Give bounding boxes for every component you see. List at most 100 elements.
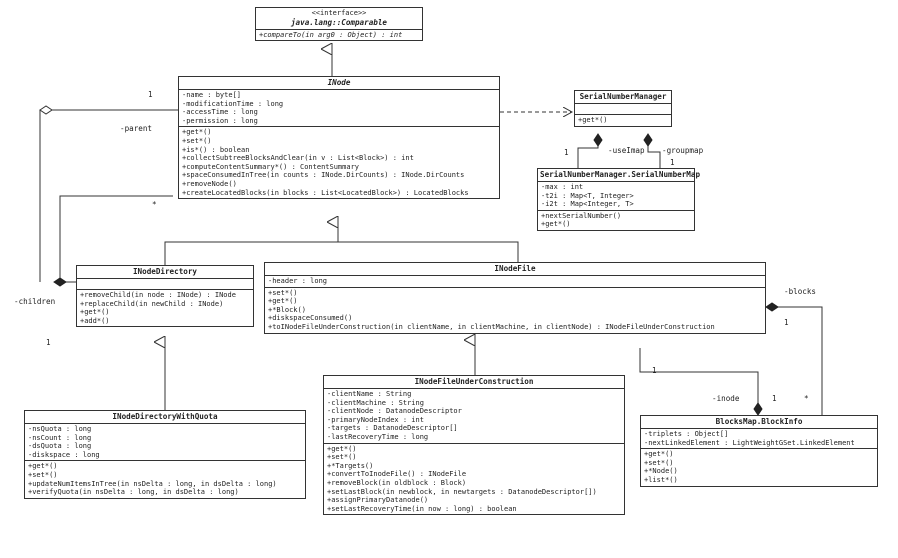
inode-directory-with-quota-name: INodeDirectoryWithQuota: [25, 411, 305, 424]
operation: +set*(): [28, 470, 58, 479]
usemap-diamond: [593, 133, 603, 147]
attribute: -t2i : Map<T, Integer>: [541, 191, 634, 200]
operation: +set*(): [327, 453, 357, 462]
inode-directory-class-box: INodeDirectory +removeChild(in node : IN…: [76, 265, 254, 328]
block-info-class-box: BlocksMap.BlockInfo -triplets : Object[]…: [640, 415, 878, 487]
attribute: -nsCount : long: [28, 433, 92, 442]
groupmap-diamond: [643, 133, 653, 147]
operation: +get*(): [644, 450, 674, 459]
operation: +get*(): [182, 128, 212, 137]
operation: +spaceConsumedInTree(in counts : INode.D…: [182, 171, 465, 180]
children-multiplicity: 1: [46, 338, 51, 347]
operation: +get*(): [578, 116, 608, 124]
operation: +toINodeFileUnderConstruction(in clientN…: [268, 322, 715, 331]
inode-directory-name: INodeDirectory: [77, 266, 253, 279]
attribute: -accessTime : long: [182, 108, 258, 117]
operation: +removeBlock(in oldblock : Block): [327, 478, 467, 487]
attribute: -primaryNodeIndex : int: [327, 415, 424, 424]
inode-file-under-construction-class-box: INodeFileUnderConstruction -clientName :…: [323, 375, 625, 516]
operation: +set*(): [644, 458, 674, 467]
operation: +removeChild(in node : INode) : INode: [80, 291, 236, 299]
children-diamond: [53, 277, 67, 287]
serial-manager-operations: +get*(): [575, 115, 671, 126]
attribute: -diskspace : long: [28, 450, 100, 459]
operation: +*Node(): [644, 467, 678, 476]
inode-attributes: -name : byte[] -modificationTime : long …: [179, 90, 499, 128]
comparable-operations: +compareTo(in arg0 : Object) : int: [256, 30, 422, 41]
operation: +convertToInodeFile() : INodeFile: [327, 470, 467, 479]
inode-operations: +get*() +set*() +is*() : boolean +collec…: [179, 127, 499, 198]
inode-multiplicity: 1: [652, 366, 657, 375]
comparable-name: java.lang::Comparable: [290, 17, 387, 27]
operation: +createLocatedBlocks(in blocks : List<Lo…: [182, 188, 469, 197]
operation: +computeContentSummary*() : ContentSumma…: [182, 162, 360, 171]
blocks-role-label: -blocks: [784, 287, 817, 296]
attribute: -clientNode : DatanodeDescriptor: [327, 407, 462, 416]
inode-directory-operations: +removeChild(in node : INode) : INode +r…: [77, 290, 253, 326]
inode-file-under-construction-name: INodeFileUnderConstruction: [324, 376, 624, 389]
inode-file-under-construction-operations: +get*() +set*() +*Targets() +convertToIn…: [324, 444, 624, 515]
operation: +setLastBlock(in newblock, in newtargets…: [327, 487, 597, 496]
blockinfo-one-multiplicity: 1: [772, 394, 777, 403]
comparable-header: <<interface>> java.lang::Comparable: [256, 8, 422, 30]
groupmap-role-label: -groupmap: [662, 146, 704, 155]
operation: +get*(): [268, 297, 298, 306]
operation: +assignPrimaryDatanode(): [327, 496, 429, 505]
inode-file-operations: +set*() +get*() +*Block() +diskspaceCons…: [265, 288, 765, 333]
operation: +diskspaceConsumed(): [268, 314, 353, 323]
inode-name: INode: [179, 77, 499, 90]
inode-file-name: INodeFile: [265, 263, 765, 276]
operation: +setLastRecoveryTime(in now : long) : bo…: [327, 504, 517, 513]
inode-role-label: -inode: [712, 394, 740, 403]
attribute: -targets : DatanodeDescriptor[]: [327, 424, 458, 433]
usemap-multiplicity: 1: [564, 148, 569, 157]
inode-directory-with-quota-attributes: -nsQuota : long -nsCount : long -dsQuota…: [25, 424, 305, 462]
serial-map-class-box: SerialNumberManager.SerialNumberMap -max…: [537, 168, 700, 231]
operation: +get*(): [541, 220, 571, 229]
comparable-interface-box: <<interface>> java.lang::Comparable +com…: [255, 7, 423, 42]
operation: +collectSubtreeBlocksAndClear(in v : Lis…: [182, 154, 414, 163]
operation: +nextSerialNumber(): [541, 211, 622, 220]
parent-diamond: [39, 105, 53, 115]
inode-class-box: INode -name : byte[] -modificationTime :…: [178, 76, 500, 200]
comparable-stereotype: <<interface>>: [311, 9, 367, 17]
attribute: -clientName : String: [327, 390, 412, 398]
block-info-attributes: -triplets : Object[] -nextLinkedElement …: [641, 429, 877, 450]
attribute: -modificationTime : long: [182, 99, 284, 108]
inode-diamond: [753, 402, 763, 416]
operation: +compareTo(in arg0 : Object) : int: [259, 30, 403, 39]
attribute: -i2t : Map<Integer, T>: [541, 200, 634, 209]
groupmap-multiplicity: 1: [670, 158, 675, 167]
operation: +set*(): [182, 136, 212, 145]
attribute: -dsQuota : long: [28, 442, 92, 451]
operation: +verifyQuota(in nsDelta : long, in dsDel…: [28, 488, 239, 497]
attribute: -nextLinkedElement : LightWeightGSet.Lin…: [644, 438, 855, 447]
blocks-association: [766, 306, 823, 415]
serial-manager-attributes: [575, 104, 671, 115]
inode-directory-with-quota-operations: +get*() +set*() +updateNumItemsInTree(in…: [25, 461, 305, 497]
attribute: -name : byte[]: [182, 91, 242, 99]
attribute: -header : long: [268, 277, 328, 285]
attribute: -max : int: [541, 183, 584, 191]
inode-directory-attributes: [77, 279, 253, 290]
operation: +list*(): [644, 475, 678, 484]
inode-subclass-tree: [164, 241, 519, 265]
children-association: [59, 195, 173, 283]
block-info-operations: +get*() +set*() +*Node() +list*(): [641, 449, 877, 485]
operation: +add*(): [80, 316, 110, 325]
block-info-name: BlocksMap.BlockInfo: [641, 416, 877, 429]
serial-map-attributes: -max : int -t2i : Map<T, Integer> -i2t :…: [538, 182, 694, 211]
attribute: -triplets : Object[]: [644, 430, 729, 438]
parent-role-label: -parent: [120, 124, 153, 133]
attribute: -permission : long: [182, 116, 258, 125]
operation: +updateNumItemsInTree(in nsDelta : long,…: [28, 479, 277, 488]
operation: +replaceChild(in newChild : INode): [80, 299, 224, 308]
usemap-role-label: -useImap: [608, 146, 645, 155]
inode-file-under-construction-attributes: -clientName : String -clientMachine : St…: [324, 389, 624, 444]
operation: +removeNode(): [182, 179, 237, 188]
children-star-multiplicity: *: [152, 200, 157, 209]
blockinfo-star-multiplicity: *: [804, 394, 809, 403]
operation: +get*(): [80, 308, 110, 317]
operation: +get*(): [28, 462, 58, 471]
